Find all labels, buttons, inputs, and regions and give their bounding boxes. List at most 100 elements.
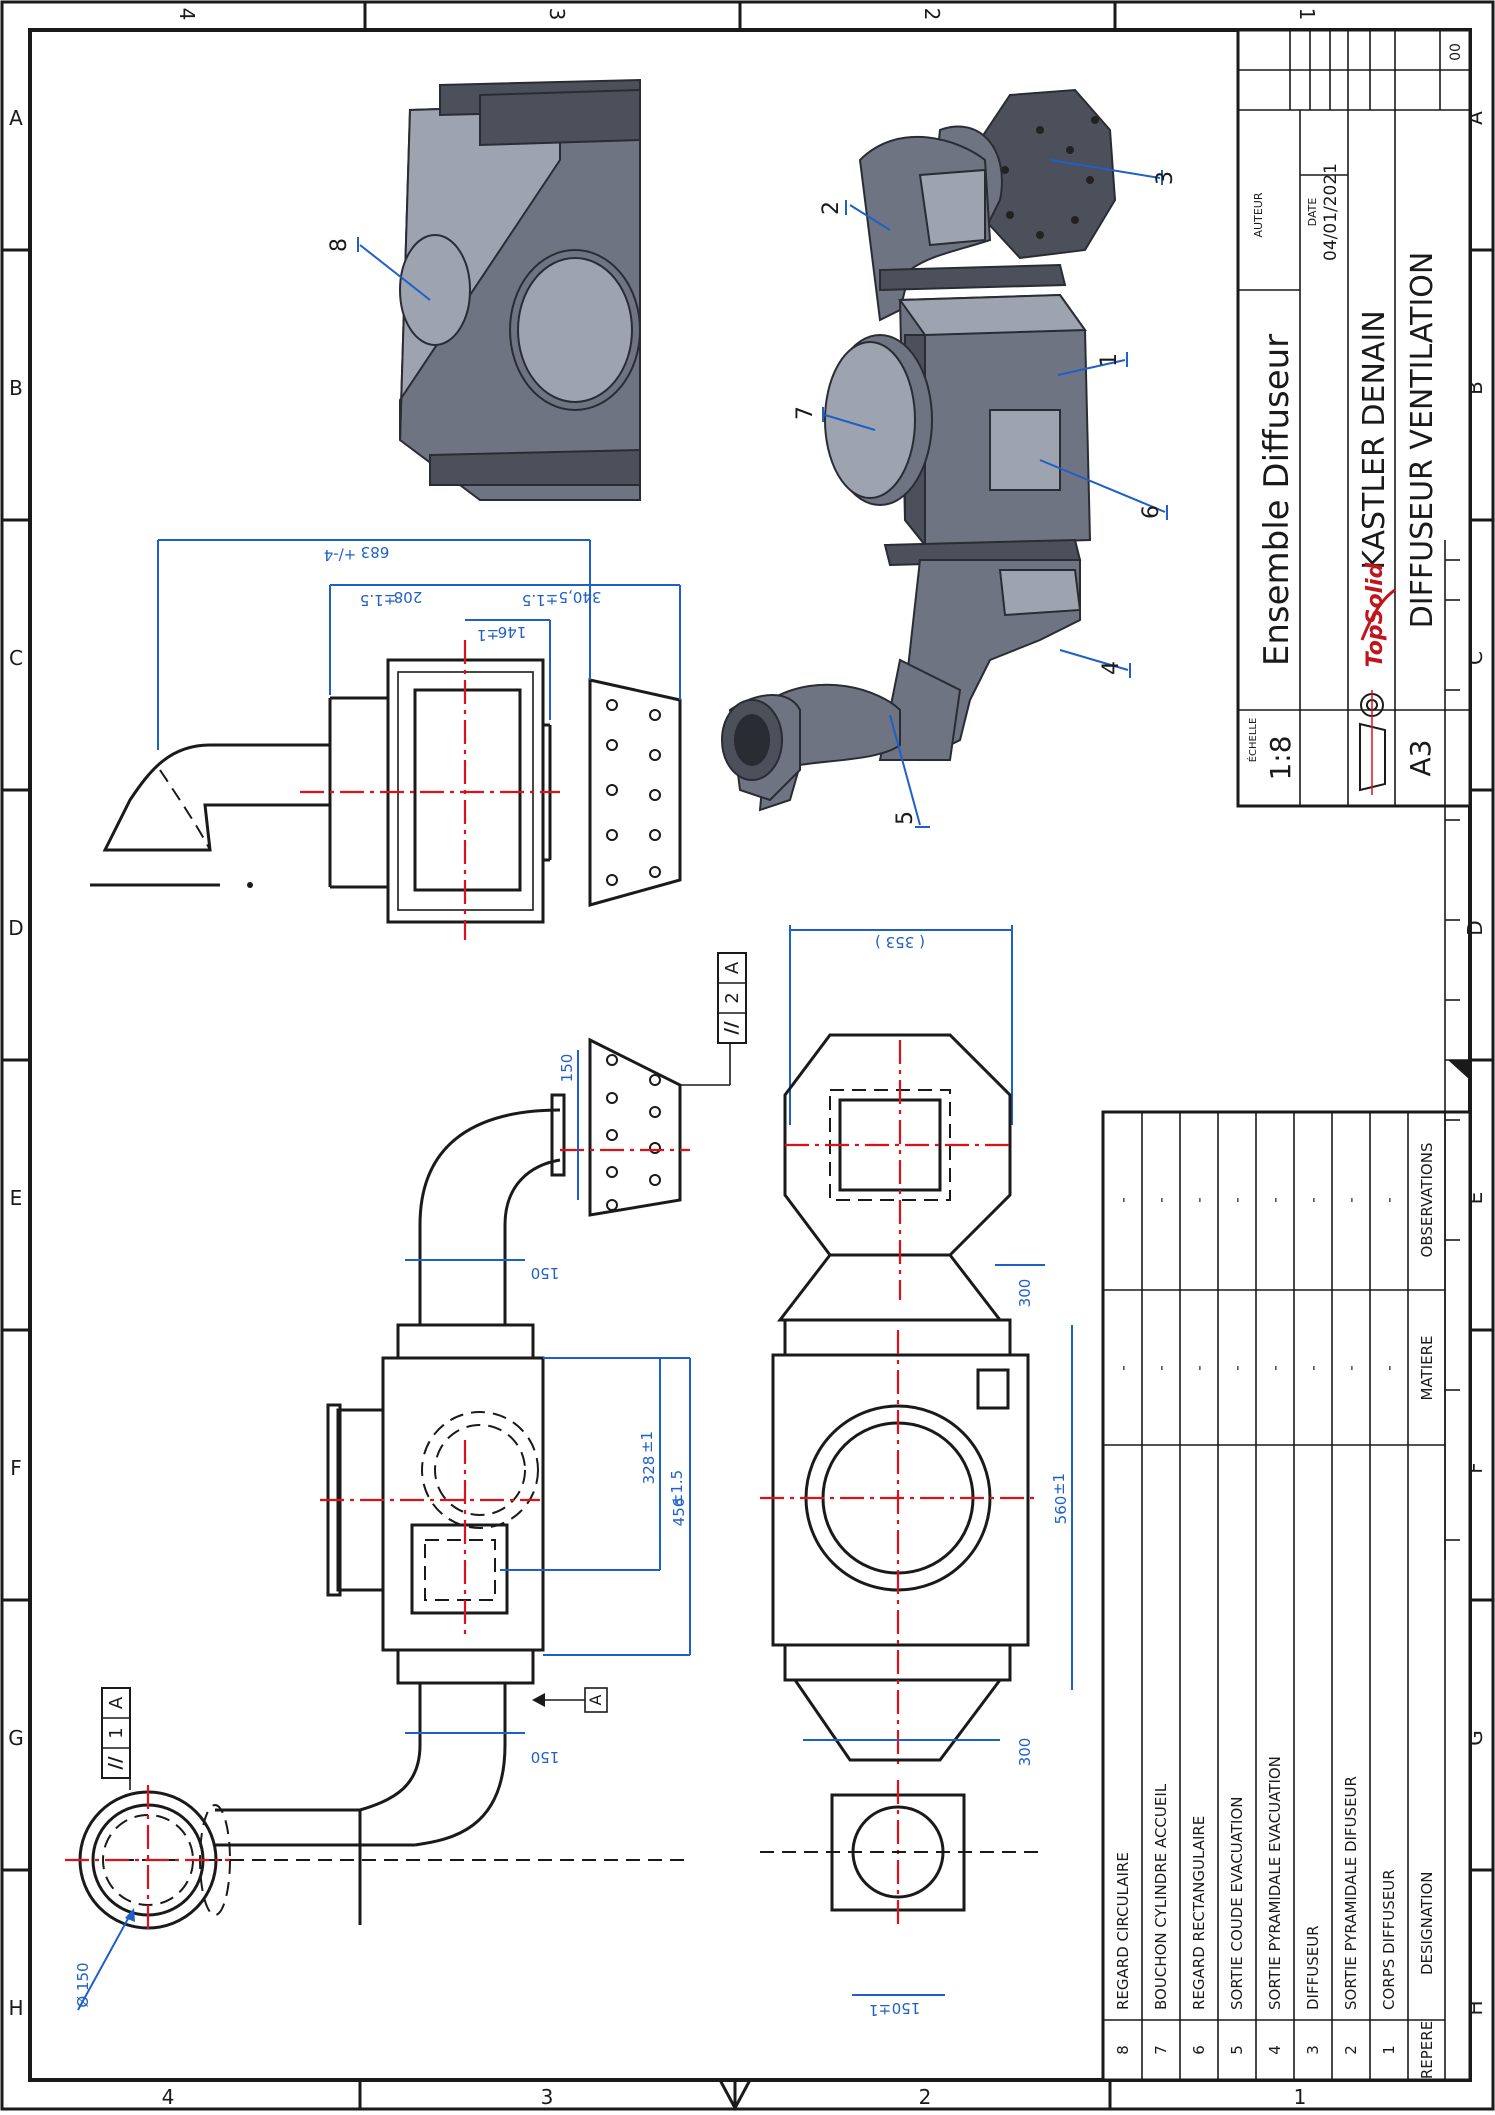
dim-328: 328 bbox=[640, 1456, 658, 1485]
bom-designation-6: REGARD RECTANGULAIRE bbox=[1190, 1816, 1208, 2010]
zone-right-F: F bbox=[1463, 1462, 1487, 1474]
tol-1A-datum: A bbox=[106, 1696, 127, 1709]
bom-obs-2: - bbox=[1342, 1197, 1360, 1202]
dim-456: 456 bbox=[670, 1498, 688, 1527]
balloon-3: 3 bbox=[1153, 171, 1178, 185]
bom-obs-6: - bbox=[1190, 1197, 1208, 1202]
zone-top-1: 1 bbox=[1295, 8, 1319, 21]
bom-designation-1: CORPS DIFFUSEUR bbox=[1380, 1869, 1398, 2010]
centering-mark-bottom bbox=[717, 2078, 753, 2112]
dim-208: 208 bbox=[394, 588, 423, 606]
date-value: 04/01/2021 bbox=[1321, 163, 1341, 261]
bom-material-5: - bbox=[1228, 1365, 1246, 1370]
bom-ref-2: 2 bbox=[1342, 2045, 1360, 2055]
balloon-1: 1 bbox=[1097, 353, 1122, 367]
zone-top-4: 4 bbox=[175, 8, 199, 21]
bom-obs-7: - bbox=[1152, 1197, 1170, 1202]
datum-label: A bbox=[586, 1694, 605, 1705]
bom-material-8: - bbox=[1114, 1365, 1132, 1370]
zone-left-B: B bbox=[9, 376, 23, 400]
dim-683: 683 bbox=[361, 543, 390, 561]
bom-material-2: - bbox=[1342, 1365, 1360, 1370]
zone-left-C: C bbox=[9, 646, 23, 670]
isometric-view-assembly: 2 3 1 6 7 4 5 bbox=[721, 88, 1178, 828]
tolerance-frame-1A: // 1 A bbox=[101, 1687, 131, 1790]
date-label: DATE bbox=[1306, 198, 1319, 227]
dim-300-top: 300 bbox=[1016, 1279, 1034, 1308]
zone-top-2: 2 bbox=[920, 8, 944, 21]
bom-ref-6: 6 bbox=[1190, 2045, 1208, 2055]
bom-ref-4: 4 bbox=[1266, 2045, 1284, 2055]
bom-ref-1: 1 bbox=[1380, 2045, 1398, 2055]
dim-560: 560 bbox=[1052, 1496, 1070, 1525]
bom-header-designation: DESIGNATION bbox=[1418, 1871, 1436, 1975]
zone-left-E: E bbox=[10, 1186, 23, 1210]
zone-bottom-2: 2 bbox=[919, 2085, 932, 2109]
author-label: AUTEUR bbox=[1252, 192, 1265, 237]
bom-designation-3: DIFFUSEUR bbox=[1304, 1925, 1322, 2010]
zone-left-F: F bbox=[10, 1456, 22, 1480]
bom-header-material: MATIERE bbox=[1418, 1335, 1436, 1400]
sheet-format: A3 bbox=[1404, 740, 1437, 777]
scale-value: 1:8 bbox=[1264, 735, 1297, 780]
topsolid-logo-icon bbox=[1360, 588, 1396, 641]
dim-150-right: 150 bbox=[892, 1999, 921, 2017]
balloon-6: 6 bbox=[1139, 505, 1164, 519]
scale-label: ÉCHELLE bbox=[1246, 718, 1259, 763]
bom-obs-3: - bbox=[1304, 1197, 1322, 1202]
zone-right-D: D bbox=[1463, 920, 1487, 935]
dim-150-bottom: 150 bbox=[531, 1748, 560, 1766]
bom-ref-7: 7 bbox=[1152, 2045, 1170, 2055]
bom-ref-5: 5 bbox=[1228, 2045, 1246, 2055]
section-view-top: 683 +/-4 208 ±1.5 340,5 ±1.5 146 ±1 bbox=[90, 539, 682, 940]
bom-header-observations: OBSERVATIONS bbox=[1418, 1143, 1436, 1258]
balloon-4: 4 bbox=[1099, 661, 1124, 675]
tol-2A-symbol: // bbox=[721, 1021, 742, 1035]
zone-top-3: 3 bbox=[545, 8, 569, 21]
bom-material-3: - bbox=[1304, 1365, 1322, 1370]
bom-designation-4: SORTIE PYRAMIDALE EVACUATION bbox=[1266, 1756, 1284, 2010]
bom-obs-8: - bbox=[1114, 1197, 1132, 1202]
bom-obs-1: - bbox=[1380, 1197, 1398, 1202]
bom-material-7: - bbox=[1152, 1365, 1170, 1370]
drawing-title: Ensemble Diffuseur bbox=[1257, 334, 1297, 666]
bom-header-ref: REPERE bbox=[1418, 2021, 1436, 2079]
front-view-main: 150 150 328 ±1 456 ±1.5 A bbox=[65, 1037, 691, 2011]
tol-1A-symbol: // bbox=[105, 1756, 126, 1770]
zone-labels: 4 3 2 1 4 3 2 1 A B C D E F G H A B C D … bbox=[8, 8, 1487, 2109]
zone-left-H: H bbox=[8, 1996, 23, 2020]
bom-material-1: - bbox=[1380, 1365, 1398, 1370]
dim-340-tol: ±1.5 bbox=[522, 591, 558, 609]
dim-208-tol: ±1.5 bbox=[360, 591, 396, 609]
tolerance-frame-2A: // 2 A bbox=[680, 952, 747, 1086]
tol-2A-value: 2 bbox=[722, 992, 743, 1003]
dim-150-right-tol: ±1 bbox=[869, 2001, 891, 2019]
dim-456-tol: ±1.5 bbox=[668, 1470, 686, 1506]
zone-left-D: D bbox=[8, 916, 23, 940]
bom-designation-5: SORTIE COUDE EVACUATION bbox=[1228, 1797, 1246, 2011]
company-name: KASTLER DENAIN bbox=[1357, 310, 1392, 569]
bom-table: REPERE DESIGNATION MATIERE OBSERVATIONS … bbox=[1101, 540, 1472, 2082]
dim-300-bottom: 300 bbox=[1016, 1738, 1034, 1767]
zone-bottom-3: 3 bbox=[541, 2085, 554, 2109]
centering-mark-right bbox=[1448, 1060, 1470, 1080]
balloon-7: 7 bbox=[793, 406, 818, 420]
detail-view-body: 8 bbox=[327, 78, 641, 501]
dim-150-top: 150 bbox=[531, 1264, 560, 1282]
projection-symbol-icon bbox=[1359, 690, 1386, 795]
dim-150-flange: 150 bbox=[558, 1054, 576, 1083]
dim-683-tol: +/-4 bbox=[324, 546, 357, 564]
bom-ref-3: 3 bbox=[1304, 2045, 1322, 2055]
bom-obs-5: - bbox=[1228, 1197, 1246, 1202]
dim-353: ( 353 ) bbox=[875, 933, 925, 951]
bom-ref-8: 8 bbox=[1114, 2045, 1132, 2055]
bom-designation-7: BOUCHON CYLINDRE ACCUEIL bbox=[1152, 1783, 1170, 2010]
balloon-8: 8 bbox=[327, 238, 352, 252]
side-view-right: ( 353 ) 150 ±1 560 ±1 300 300 bbox=[760, 925, 1073, 2019]
tol-2A-datum: A bbox=[722, 961, 743, 974]
bom-material-6: - bbox=[1190, 1365, 1208, 1370]
